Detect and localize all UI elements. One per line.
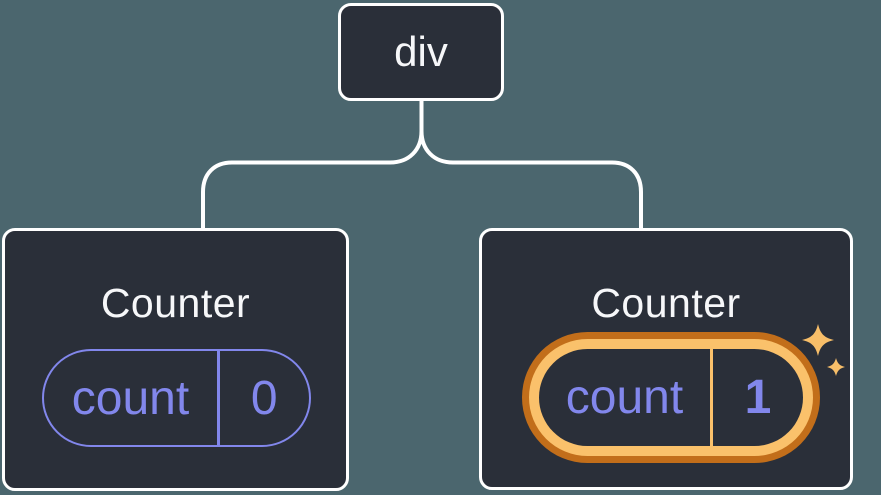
counter-title: Counter bbox=[591, 280, 741, 326]
counter-card-left: Counter count 0 bbox=[2, 228, 349, 491]
state-key-label: count bbox=[565, 371, 684, 424]
state-pill-highlight-inner-ring: count 1 bbox=[529, 339, 813, 456]
tree-node-div: div bbox=[338, 3, 504, 101]
state-pill-highlight-ring: count 1 bbox=[522, 332, 820, 463]
pill-divider bbox=[217, 351, 220, 445]
sparkle-small bbox=[827, 358, 845, 376]
state-key-label: count bbox=[71, 371, 190, 425]
state-pill-count-0: count 0 bbox=[42, 349, 311, 447]
div-node-label: div bbox=[394, 28, 448, 75]
state-value-label: 1 bbox=[744, 371, 772, 424]
sparkle-large bbox=[802, 324, 834, 356]
pill-divider bbox=[710, 349, 713, 446]
sparkles-icon bbox=[802, 324, 845, 376]
connector-right-branch bbox=[419, 98, 643, 233]
connector-left-branch bbox=[201, 98, 424, 233]
counter-card-right: Counter count 1 bbox=[479, 228, 853, 490]
state-value-label: 0 bbox=[250, 371, 278, 425]
counter-title: Counter bbox=[100, 280, 251, 326]
state-pill-count-1: count 1 bbox=[539, 349, 803, 446]
